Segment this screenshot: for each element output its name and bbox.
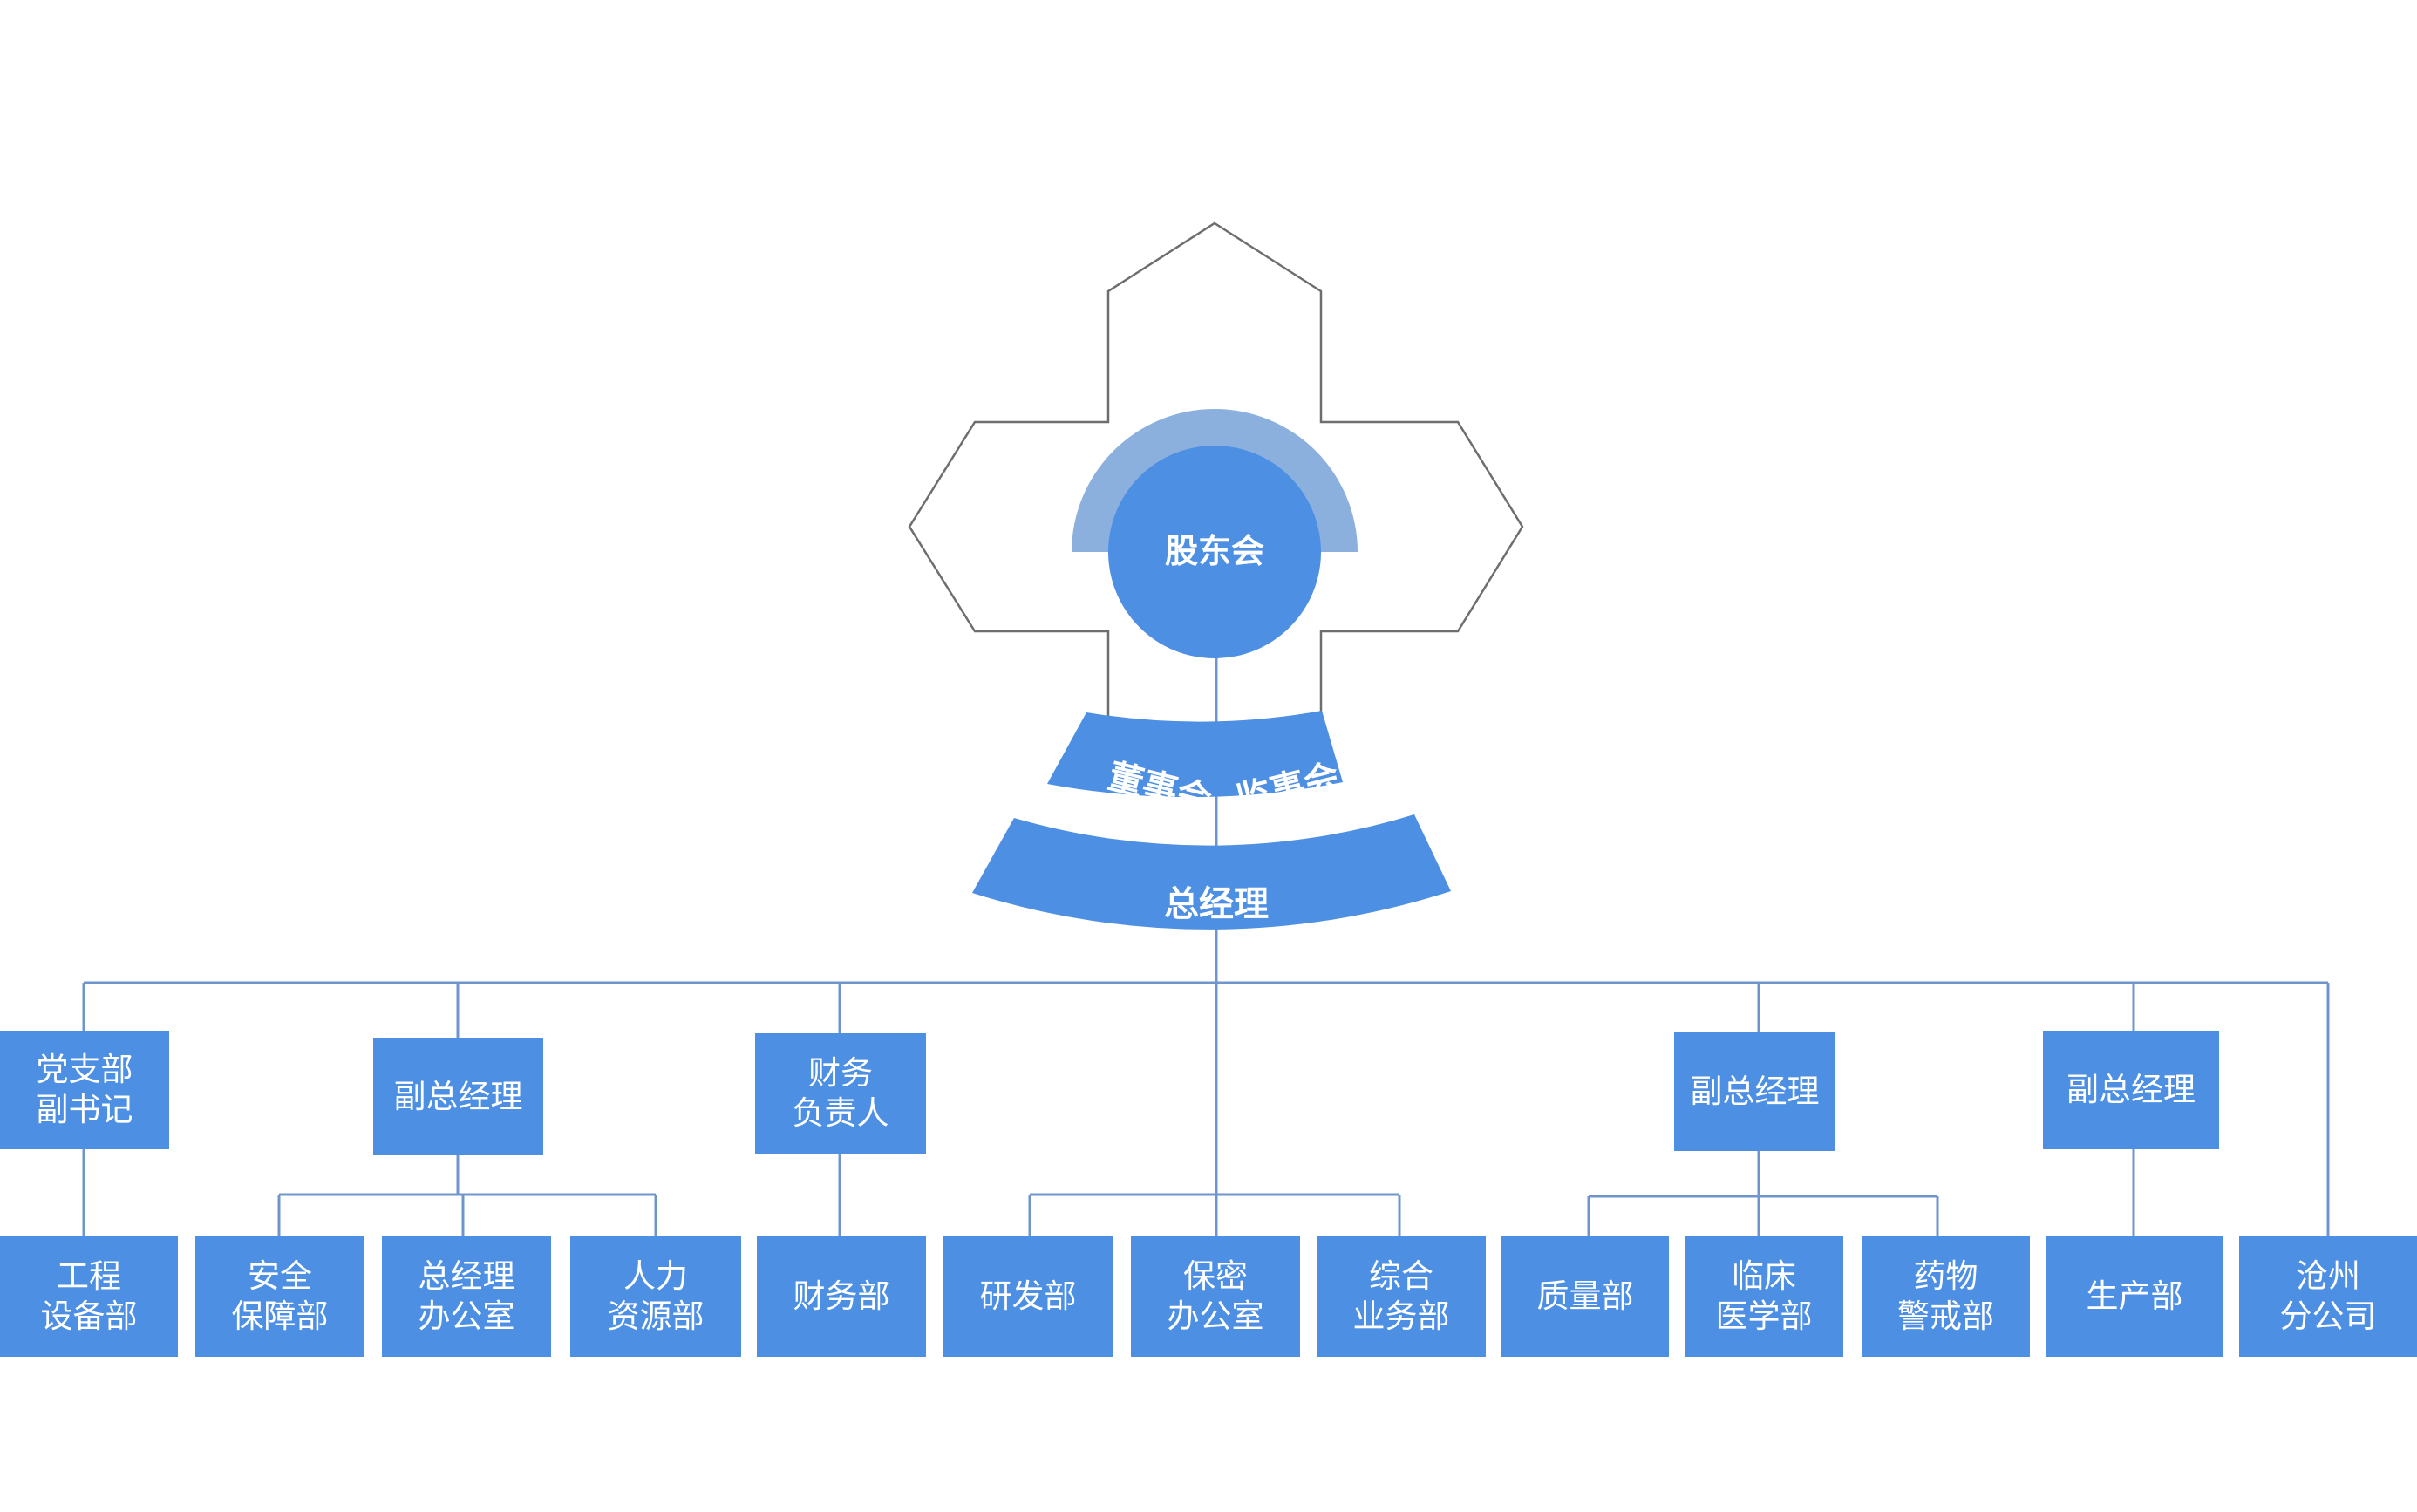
vp-left-box: 副总经理 xyxy=(373,1038,543,1155)
shareholders-circle xyxy=(1108,446,1321,658)
dept-general-label: 综合 业务部 xyxy=(1352,1257,1450,1335)
shareholders-label: 股东会 xyxy=(1165,532,1264,570)
finance-head-box: 财务 负责人 xyxy=(755,1033,926,1154)
party-deputy-secretary-box: 党支部 副书记 xyxy=(0,1031,169,1149)
dept-secrecy-label: 保密 办公室 xyxy=(1167,1257,1264,1335)
dept-production-label: 生产部 xyxy=(2086,1277,2183,1315)
connector-lines xyxy=(82,610,2330,1238)
dept-finance-label: 财务部 xyxy=(793,1277,890,1315)
dept-rnd-label: 研发部 xyxy=(979,1277,1077,1315)
dept-hr-box: 人力 资源部 xyxy=(570,1236,741,1357)
dept-quality-box: 质量部 xyxy=(1501,1236,1669,1357)
gm-label: 总经理 xyxy=(1164,884,1269,924)
dept-production-box: 生产部 xyxy=(2046,1236,2223,1357)
vp-right2-box: 副总经理 xyxy=(2043,1031,2219,1149)
vp-right1-label: 副总经理 xyxy=(1690,1073,1820,1110)
dept-engineering-box: 工程 设备部 xyxy=(0,1236,178,1357)
dept-pharmacovigilance-label: 药物 警戒部 xyxy=(1897,1257,1994,1335)
dept-general-box: 综合 业务部 xyxy=(1317,1236,1486,1357)
dept-cangzhou-label: 沧州 分公司 xyxy=(2279,1257,2377,1335)
finance-head-label: 财务 负责人 xyxy=(792,1054,889,1132)
dept-clinical-box: 临床 医学部 xyxy=(1685,1236,1843,1357)
dept-hr-label: 人力 资源部 xyxy=(607,1257,705,1335)
vp-right1-box: 副总经理 xyxy=(1674,1032,1835,1151)
dept-gm-office-label: 总经理 办公室 xyxy=(418,1257,515,1335)
dept-cangzhou-box: 沧州 分公司 xyxy=(2239,1236,2417,1357)
dept-finance-box: 财务部 xyxy=(757,1236,926,1357)
dept-rnd-box: 研发部 xyxy=(943,1236,1113,1357)
dept-pharmacovigilance-box: 药物 警戒部 xyxy=(1862,1236,2030,1357)
dept-quality-label: 质量部 xyxy=(1536,1277,1634,1315)
party-deputy-secretary-label: 党支部 副书记 xyxy=(36,1051,133,1128)
dept-engineering-label: 工程 设备部 xyxy=(40,1257,138,1335)
dept-secrecy-box: 保密 办公室 xyxy=(1131,1236,1300,1357)
dept-gm-office-box: 总经理 办公室 xyxy=(382,1236,551,1357)
dept-safety-label: 安全 保障部 xyxy=(231,1257,329,1335)
vp-right2-label: 副总经理 xyxy=(2066,1071,2196,1108)
dept-safety-box: 安全 保障部 xyxy=(195,1236,364,1357)
dept-clinical-label: 临床 医学部 xyxy=(1715,1257,1813,1335)
gm-band xyxy=(972,814,1451,930)
vp-left-label: 副总经理 xyxy=(393,1077,523,1115)
board-band xyxy=(1047,711,1343,798)
